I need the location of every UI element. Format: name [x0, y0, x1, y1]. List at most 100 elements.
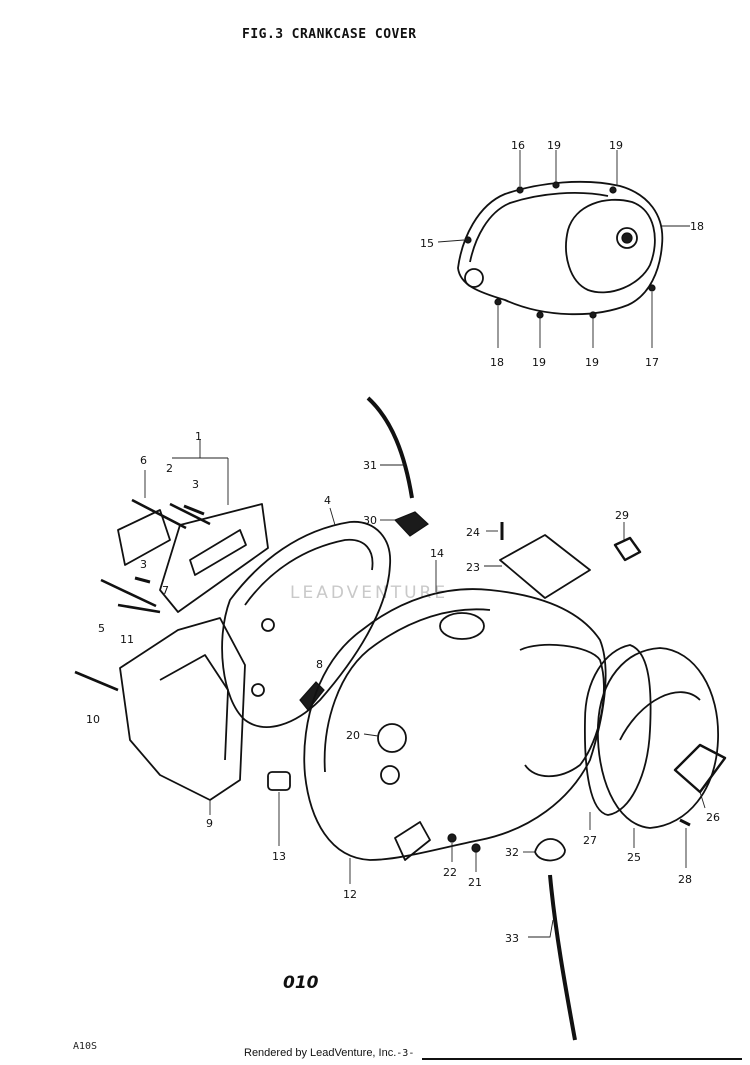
- leader-20: [363, 733, 379, 737]
- callout-label: 5: [98, 622, 105, 635]
- callout-label: 2: [166, 462, 173, 475]
- callout-label: 1: [195, 430, 202, 443]
- screw-19c: [536, 311, 544, 319]
- leader-26: [699, 791, 706, 809]
- generator-cover-4: [221, 521, 391, 728]
- crankcase-cover-outline: [303, 588, 607, 861]
- bolt-2: [169, 502, 211, 526]
- generator-cover-hole-a: [261, 618, 275, 632]
- figure-title-text: CRANKCASE COVER: [291, 27, 417, 42]
- callout-label: 18: [490, 356, 504, 369]
- credit-line: Rendered by LeadVenture, Inc.-3-: [244, 1047, 414, 1059]
- callout-label: 16: [511, 139, 525, 152]
- cap-parts: [393, 511, 642, 1041]
- callout-label: 29: [615, 509, 629, 522]
- crankcase-cover-opening: [439, 612, 485, 640]
- credit-text: Rendered by LeadVenture, Inc.: [244, 1047, 397, 1059]
- callout-label: 25: [627, 851, 641, 864]
- screw-17: [648, 284, 656, 292]
- callout-label: 8: [316, 658, 323, 671]
- callout-label: 22: [443, 866, 457, 879]
- screw-19a: [552, 181, 560, 189]
- leader-4: [329, 507, 336, 526]
- emblem-26: [673, 743, 727, 794]
- page-number-mark: -3-: [396, 1048, 415, 1059]
- clutch-housing: [519, 643, 605, 778]
- plate-7: [117, 509, 171, 566]
- callout-label: 13: [272, 850, 286, 863]
- crankcase-cover-rim: [323, 608, 491, 773]
- figure-number: FIG.3: [242, 27, 284, 42]
- crankcase-cover-boss: [380, 765, 400, 785]
- left-plates: [74, 498, 269, 801]
- callout-label: 23: [466, 561, 480, 574]
- callout-label: 9: [206, 817, 213, 830]
- callout-label: 19: [585, 356, 599, 369]
- callout-label: 30: [363, 514, 377, 527]
- generator-cover-inner: [244, 538, 374, 606]
- plate-9-inner: [159, 654, 229, 761]
- callout-label: 12: [343, 888, 357, 901]
- callout-label: 15: [420, 237, 434, 250]
- bolt-11: [117, 603, 161, 614]
- callout-label: 14: [430, 547, 444, 560]
- bolt-6: [131, 498, 187, 530]
- screw-18: [494, 298, 502, 306]
- leader-15: [437, 239, 465, 243]
- generator-cover-outline: [221, 521, 391, 728]
- crankcase-cover-neck: [394, 821, 431, 861]
- plate-23: [499, 534, 591, 599]
- screw-16: [516, 186, 524, 194]
- upper-cover-assembly: [457, 180, 664, 319]
- callout-label: 33: [505, 932, 519, 945]
- callout-label: 19: [609, 139, 623, 152]
- leader-1: [172, 440, 229, 505]
- sheet-reference: A10S: [73, 1041, 98, 1052]
- screw-19b: [609, 186, 617, 194]
- callout-label: 20: [346, 729, 360, 742]
- callout-label: 26: [706, 811, 720, 824]
- callout-label: 11: [120, 633, 134, 646]
- cap-30: [393, 511, 429, 537]
- right-cover-25: [584, 644, 727, 829]
- outer-cover-inner-line: [469, 192, 609, 263]
- callout-label: 3: [192, 478, 199, 491]
- oil-window: [464, 268, 484, 288]
- cap-32: [534, 838, 566, 862]
- plate-9: [119, 617, 246, 801]
- callout-label: 4: [324, 494, 331, 507]
- screw-15: [464, 236, 472, 244]
- generator-cover-hole-b: [251, 683, 265, 697]
- outer-cover-boss: [621, 232, 633, 244]
- washer-22: [447, 833, 457, 843]
- cover-25: [597, 647, 719, 829]
- screw-19d: [589, 311, 597, 319]
- hose-31: [366, 396, 414, 499]
- plug-20: [377, 723, 407, 753]
- callout-label: 31: [363, 459, 377, 472]
- page-code: 010: [283, 973, 319, 993]
- bolt-10: [74, 670, 119, 692]
- callout-label: 18: [690, 220, 704, 233]
- outer-cover-clutch-dome: [565, 198, 656, 294]
- dowel-13: [267, 771, 291, 791]
- callout-label: 7: [162, 584, 169, 597]
- callout-labels: 16 19 19 15 18 18 19 19 17 31 1 6 2 3 7 …: [86, 139, 720, 945]
- plate-1: [159, 503, 269, 613]
- callout-label: 19: [547, 139, 561, 152]
- callout-label: 6: [140, 454, 147, 467]
- leader-33: [528, 919, 554, 938]
- gasket-27: [584, 644, 652, 816]
- screw-21: [471, 843, 481, 853]
- callout-label: 17: [645, 356, 659, 369]
- callout-label: 28: [678, 873, 692, 886]
- bolt-5: [100, 578, 157, 608]
- plate-1-slot: [189, 529, 247, 576]
- watermark-text: LEADVENTURE: [290, 583, 448, 603]
- callout-label: 21: [468, 876, 482, 889]
- outer-cover-boss-ring: [616, 227, 638, 249]
- bolt-3a: [183, 504, 205, 516]
- cover-25-rib: [619, 691, 701, 741]
